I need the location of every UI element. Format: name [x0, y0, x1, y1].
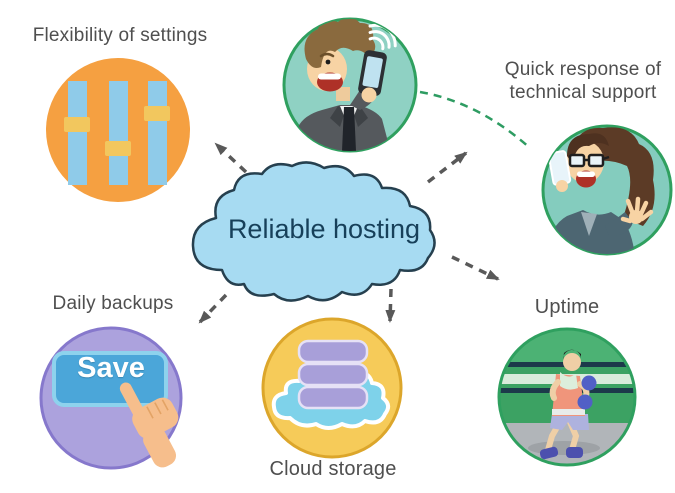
uptime-label: Uptime	[534, 296, 600, 318]
boxing-ring-scene	[499, 329, 635, 465]
glasses-icon	[568, 153, 610, 168]
save-button-shape	[52, 351, 168, 407]
arrow-to-uptime	[451, 255, 500, 281]
save-button-label: Save	[77, 352, 145, 384]
central-cloud-shape	[191, 161, 436, 302]
database-discs	[297, 339, 369, 410]
settings-label: Flexibility of settings	[32, 25, 208, 46]
man-on-phone-icon	[282, 17, 418, 153]
support-label-line1: Quick response of	[504, 59, 662, 80]
slider-handles	[64, 106, 170, 156]
boxing-glove-up	[581, 375, 597, 391]
waving-hand	[620, 196, 654, 224]
boxing-glove-low	[577, 394, 593, 410]
uptime-circle-border	[497, 327, 637, 467]
sliders-icon	[46, 58, 190, 202]
woman-on-phone-icon	[541, 124, 673, 256]
support-label-line2: technical support	[509, 82, 657, 103]
central-cloud-label: Reliable hosting	[227, 214, 421, 244]
backups-label: Daily backups	[52, 293, 174, 314]
save-button-pointing-hand-icon	[39, 326, 183, 470]
support-label: Quick response of technical support	[490, 58, 675, 104]
storage-label: Cloud storage	[269, 458, 397, 480]
boxer-in-ring-icon	[497, 327, 637, 467]
slider-tracks	[68, 81, 167, 185]
boxer-figure	[539, 349, 597, 460]
cloud-outline	[191, 161, 436, 302]
smartphone-icon	[358, 50, 387, 96]
database-on-cloud-icon	[261, 317, 403, 459]
pointing-hand-icon	[119, 382, 179, 468]
